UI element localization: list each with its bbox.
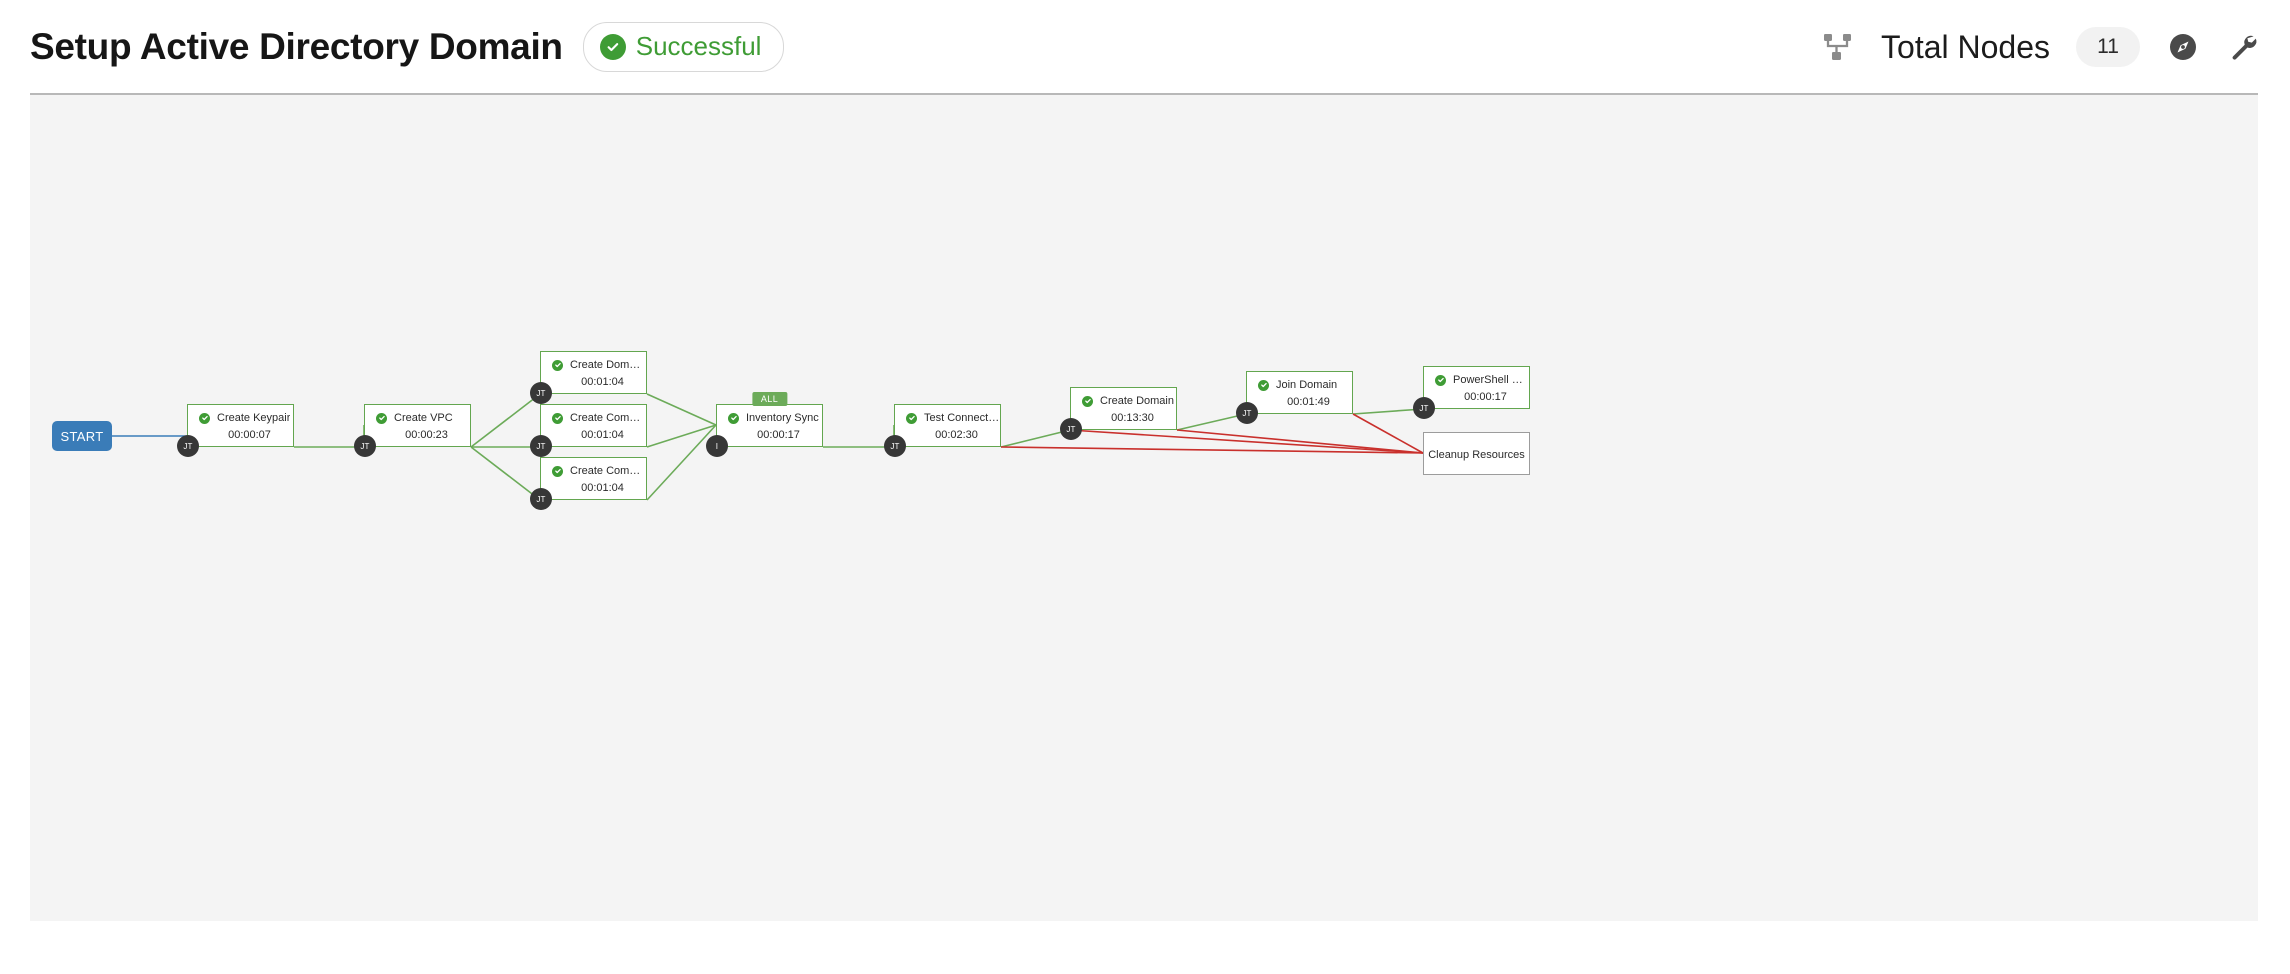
wrench-icon[interactable] xyxy=(2226,30,2260,64)
node-title-row: Create Domain Contr... xyxy=(541,359,646,371)
edge-test-connectivity-create-domain xyxy=(1000,429,1071,448)
check-circle-icon xyxy=(1082,395,1093,407)
edge-join-domain-powershell-validation xyxy=(1352,408,1424,415)
node-title-row: Cleanup Resources xyxy=(1424,449,1529,461)
check-circle-icon xyxy=(552,359,563,371)
node-title-row: Join Domain xyxy=(1247,379,1352,391)
check-circle-icon xyxy=(599,33,626,60)
edge-group-failure xyxy=(1000,413,1424,454)
check-circle-icon xyxy=(552,465,563,477)
node-type-badge[interactable]: JT xyxy=(530,382,552,404)
edge-test-connectivity-cleanup-resources xyxy=(1000,446,1424,454)
node-title-row: Create Domain xyxy=(1071,395,1176,407)
header-left-group: Setup Active Directory Domain Successful xyxy=(30,22,785,72)
node-elapsed-time: 00:00:17 xyxy=(1464,391,1507,403)
node-title: Create VPC xyxy=(394,412,453,424)
node-type-badge[interactable]: JT xyxy=(530,435,552,457)
header-divider xyxy=(30,93,2258,95)
node-title: PowerShell Validation xyxy=(1453,374,1529,386)
status-badge-label: Successful xyxy=(635,31,762,61)
edge-create-domain-controller-inventory-sync xyxy=(646,393,717,426)
node-title: Test Connectivity xyxy=(924,412,1000,424)
node-title: Create Computer (2) xyxy=(570,465,646,477)
node-elapsed-time: 00:01:04 xyxy=(581,376,624,388)
header-right-group: Total Nodes 11 xyxy=(1821,0,2260,94)
sitemap-icon[interactable] xyxy=(1821,30,1855,64)
node-title-row: Inventory Sync xyxy=(717,412,822,424)
node-elapsed-time: 00:02:30 xyxy=(935,429,978,441)
edge-create-vpc-create-computer-2 xyxy=(470,446,541,501)
node-type-badge[interactable]: JT xyxy=(1413,397,1435,419)
check-circle-icon xyxy=(906,412,917,424)
edge-layer xyxy=(112,393,1424,501)
node-type-badge[interactable]: JT xyxy=(354,435,376,457)
workflow-node-cleanup-resources[interactable]: Cleanup Resources xyxy=(1423,432,1530,475)
check-circle-icon xyxy=(728,412,739,424)
node-title: Create Domain xyxy=(1100,395,1174,407)
node-elapsed-time: 00:00:23 xyxy=(405,429,448,441)
node-elapsed-time: 00:00:07 xyxy=(228,429,271,441)
edge-create-domain-cleanup-resources xyxy=(1176,429,1424,454)
node-elapsed-time: 00:01:04 xyxy=(581,482,624,494)
node-title-row: PowerShell Validation xyxy=(1424,374,1529,386)
node-type-badge[interactable]: JT xyxy=(884,435,906,457)
total-nodes-label: Total Nodes xyxy=(1881,28,2050,65)
node-type-badge[interactable]: JT xyxy=(530,488,552,510)
edge-upstream-cleanup-resources xyxy=(1069,429,1424,454)
total-nodes-count-badge: 11 xyxy=(2076,27,2140,67)
check-circle-icon xyxy=(376,412,387,424)
node-elapsed-time: 00:13:30 xyxy=(1111,412,1154,424)
node-title: Cleanup Resources xyxy=(1428,448,1525,461)
node-title-row: Create Computer (1) xyxy=(541,412,646,424)
node-title-row: Create VPC xyxy=(365,412,470,424)
node-type-badge[interactable]: JT xyxy=(1060,418,1082,440)
node-title: Create Keypair xyxy=(217,412,291,424)
edge-create-computer-1-inventory-sync xyxy=(646,424,717,448)
edge-join-domain-cleanup-resources xyxy=(1352,413,1424,454)
status-badge: Successful xyxy=(582,22,785,72)
node-type-badge[interactable]: I xyxy=(706,435,728,457)
node-title-row: Create Computer (2) xyxy=(541,465,646,477)
node-type-badge[interactable]: JT xyxy=(177,435,199,457)
app-header: Setup Active Directory Domain Successful… xyxy=(0,0,2290,94)
edge-create-domain-join-domain xyxy=(1176,413,1247,431)
node-elapsed-time: 00:01:04 xyxy=(581,429,624,441)
node-title-row: Create Keypair xyxy=(188,412,293,424)
node-type-badge[interactable]: JT xyxy=(1236,402,1258,424)
check-circle-icon xyxy=(199,412,210,424)
check-circle-icon xyxy=(1435,374,1446,386)
edge-group-success xyxy=(294,393,1424,501)
node-elapsed-time: 00:01:49 xyxy=(1287,396,1330,408)
edge-create-computer-2-inventory-sync xyxy=(646,424,717,501)
node-title: Join Domain xyxy=(1276,379,1338,391)
node-title: Create Domain Contr... xyxy=(570,359,646,371)
edge-create-vpc-create-domain-controller xyxy=(470,393,541,448)
start-node[interactable]: START xyxy=(52,421,112,451)
node-title: Inventory Sync xyxy=(746,412,819,424)
compass-icon[interactable] xyxy=(2166,30,2200,64)
check-circle-icon xyxy=(1258,379,1269,391)
node-title-row: Test Connectivity xyxy=(895,412,1000,424)
node-elapsed-time: 00:00:17 xyxy=(757,429,800,441)
check-circle-icon xyxy=(552,412,563,424)
node-tag-all: ALL xyxy=(751,392,788,406)
page-title: Setup Active Directory Domain xyxy=(30,26,563,67)
node-title: Create Computer (1) xyxy=(570,412,646,424)
